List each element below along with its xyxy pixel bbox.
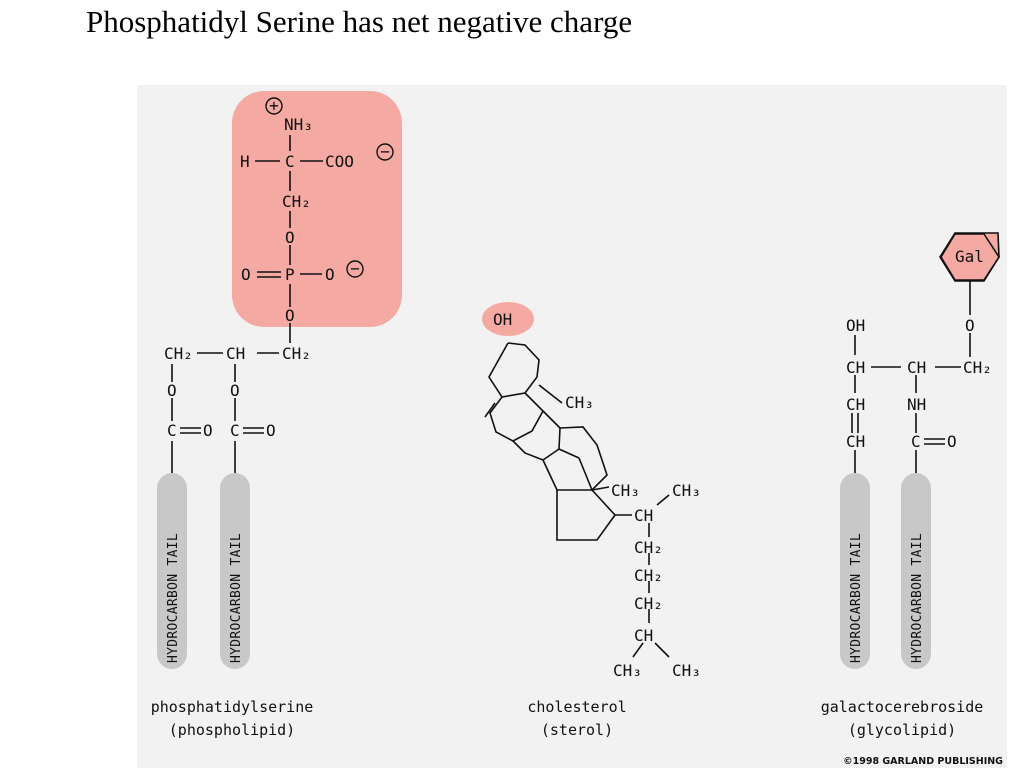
atom-ch3-side-top: CH₃ [672,481,701,500]
atom-c-ester2: C [230,421,240,440]
structures-svg: + − − NH₃ H C COO CH₂ O O P O O CH₂ CH C… [137,85,1007,768]
atom-ch3-end-right: CH₃ [672,661,701,680]
oh-highlight [482,302,534,336]
atom-ch-branch: CH [634,626,653,645]
atom-ch3-end-left: CH₃ [613,661,642,680]
atom-o-bridge1: O [285,228,295,247]
hydrocarbon-tail-1 [157,473,187,669]
cholesterol-name: cholesterol [527,698,626,716]
serine-highlight [232,91,402,327]
atom-ch3-ring: CH₃ [565,393,594,412]
atom-o-ester1: O [167,381,177,400]
atom-ch-mid-galacto: CH [907,358,926,377]
atom-o-minus: O [325,265,335,284]
atom-c-alpha: C [285,152,295,171]
atom-ch2-c: CH₂ [634,594,663,613]
atom-ch-db2: CH [846,432,865,451]
tail-label-2: HYDROCARBON TAIL [229,533,244,663]
atom-gal: Gal [955,247,984,266]
tail-label-4: HYDROCARBON TAIL [910,533,925,663]
atom-o-carbonyl1: O [203,421,213,440]
atom-c-ester1: C [167,421,177,440]
plus-charge-icon [265,97,283,115]
atom-ch2-b: CH₂ [634,566,663,585]
atom-coo: COO [325,152,354,171]
atom-o-link: O [965,316,975,335]
atom-p: P [285,265,295,284]
phosphatidylserine-class: (phospholipid) [169,721,295,739]
atom-oh: OH [493,310,512,329]
atom-ch2-left: CH₂ [164,344,193,363]
tail-label-3: HYDROCARBON TAIL [849,533,864,663]
copyright-text: ©1998 GARLAND PUBLISHING [843,756,1003,767]
atom-ch2-a: CH₂ [634,538,663,557]
atom-c-amide: C [911,432,921,451]
slide-title: Phosphatidyl Serine has net negative cha… [86,4,633,39]
minus-charge-icon-phosphate [346,260,364,278]
minus-charge-icon-coo [376,143,394,161]
cholesterol-class: (sterol) [541,721,613,739]
minus-charge-sign-coo: − [380,142,390,161]
tail-label-1: HYDROCARBON TAIL [166,533,181,663]
atom-ch2-serine: CH₂ [282,192,311,211]
atom-h: H [240,152,250,171]
phosphatidylserine-structure: + − − NH₃ H C COO CH₂ O O P O O CH₂ CH C… [151,91,402,739]
atom-ch2-right: CH₂ [282,344,311,363]
atom-o-bridge2: O [285,306,295,325]
hydrocarbon-tail-2 [220,473,250,669]
atom-ch-left: CH [846,358,865,377]
hydrocarbon-tail-3 [840,473,870,669]
atom-nh3: NH₃ [284,115,313,134]
atom-ch-mid: CH [226,344,245,363]
atom-o-double: O [241,265,251,284]
atom-nh: NH [907,395,926,414]
galactocerebroside-class: (glycolipid) [848,721,956,739]
galactocerebroside-name: galactocerebroside [821,698,984,716]
cholesterol-structure: OH CH₃ CH₃ CH₃ CH CH₂ CH₂ CH₂ CH CH₃ CH₃ [482,302,701,739]
plus-charge-sign: + [269,96,279,115]
atom-ch3-ring2: CH₃ [611,481,640,500]
lipid-structures-figure: + − − NH₃ H C COO CH₂ O O P O O CH₂ CH C… [137,85,1007,768]
atom-ch-side: CH [634,506,653,525]
minus-charge-sign-phosphate: − [350,259,360,278]
atom-oh-galacto: OH [846,316,865,335]
atom-o-ester2: O [230,381,240,400]
phosphatidylserine-name: phosphatidylserine [151,698,314,716]
hydrocarbon-tail-4 [901,473,931,669]
atom-ch-db1: CH [846,395,865,414]
atom-ch2-right-galacto: CH₂ [963,358,992,377]
atom-o-amide: O [947,432,957,451]
galactocerebroside-structure: Gal O OH CH CH CH₂ CH NH CH C O HYDROCAR… [821,232,1000,739]
atom-o-carbonyl2: O [266,421,276,440]
